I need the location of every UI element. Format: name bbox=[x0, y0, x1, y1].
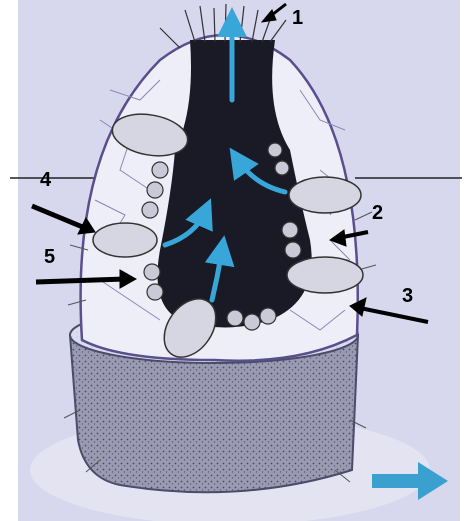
label-1: 1 bbox=[292, 8, 303, 28]
organelle-mid-right bbox=[289, 177, 361, 213]
label-5: 5 bbox=[44, 247, 55, 267]
organelle-left bbox=[93, 223, 157, 257]
label-3: 3 bbox=[402, 286, 413, 306]
label-4: 4 bbox=[40, 170, 51, 190]
label-2: 2 bbox=[372, 203, 383, 223]
organelle-lower-right bbox=[287, 257, 363, 293]
pointer-5 bbox=[36, 279, 125, 282]
